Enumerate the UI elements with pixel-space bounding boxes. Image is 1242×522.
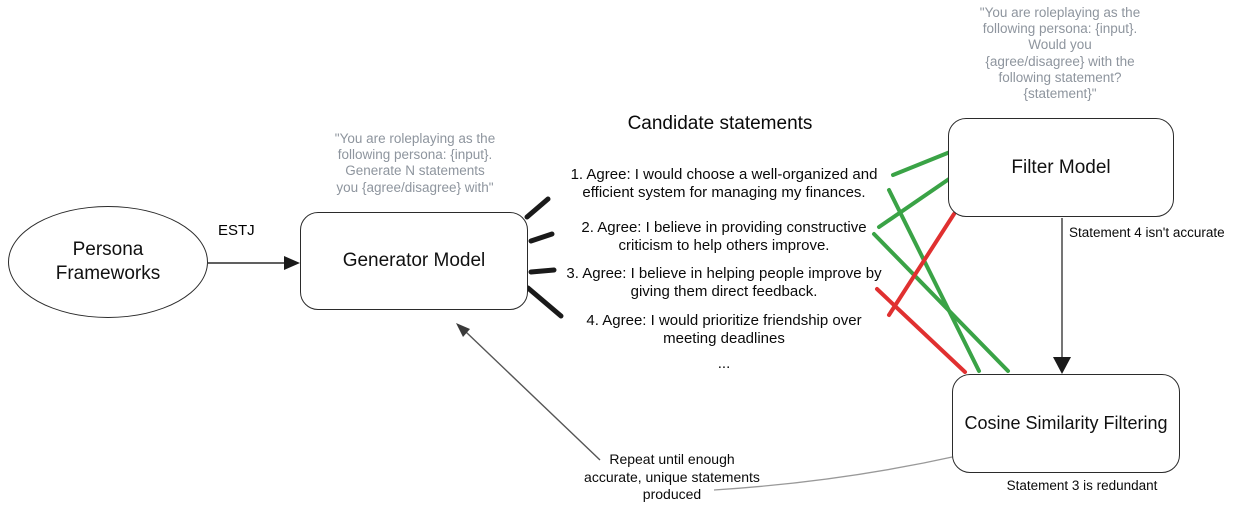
whisker-generator-stmt1 <box>524 196 551 220</box>
cosine-note: Statement 3 is redundant <box>1006 478 1158 493</box>
generator-prompt-text: "You are roleplaying as the following pe… <box>334 131 496 195</box>
filter-prompt-text: "You are roleplaying as the following pe… <box>979 5 1141 101</box>
edge-stmt1-to-cosine-pass <box>887 188 981 373</box>
persona-frameworks-label: Persona Frameworks <box>55 239 161 284</box>
repeat-note: Repeat until enough accurate, unique sta… <box>584 451 760 502</box>
filter-note: Statement 4 isn't accurate <box>1069 225 1225 240</box>
candidate-statements-title: Candidate statements <box>627 113 813 134</box>
generator-model-label: Generator Model <box>342 250 486 271</box>
edge-repeat-to-generator <box>465 331 601 461</box>
node-generator-model: Generator Model <box>300 212 528 310</box>
candidate-statements-ellipsis: ... <box>717 355 731 372</box>
candidate-statement-1: 1. Agree: I would choose a well-organize… <box>570 166 878 201</box>
arrowhead-persona-to-generator-icon <box>284 256 300 270</box>
arrowhead-repeat-to-generator-icon <box>456 323 470 337</box>
node-cosine-similarity-filtering: Cosine Similarity Filtering <box>952 374 1180 473</box>
whisker-generator-stmt3 <box>528 267 557 275</box>
filter-model-label: Filter Model <box>1011 156 1111 178</box>
whisker-generator-stmt2 <box>528 231 555 244</box>
estj-edge-label: ESTJ <box>218 222 255 239</box>
candidate-statement-4: 4. Agree: I would prioritize friendship … <box>586 312 862 347</box>
candidate-statement-3: 3. Agree: I believe in helping people im… <box>566 265 882 300</box>
node-persona-frameworks: Persona Frameworks <box>8 206 208 318</box>
candidate-statement-2: 2. Agree: I believe in providing constru… <box>581 219 867 254</box>
edge-stmt1-to-filter-pass <box>891 150 952 177</box>
cosine-similarity-label: Cosine Similarity Filtering <box>964 413 1168 433</box>
edge-filter-to-stmt4-fail <box>887 212 956 317</box>
arrowhead-filter-to-cosine-icon <box>1053 357 1071 374</box>
node-filter-model: Filter Model <box>948 118 1174 217</box>
